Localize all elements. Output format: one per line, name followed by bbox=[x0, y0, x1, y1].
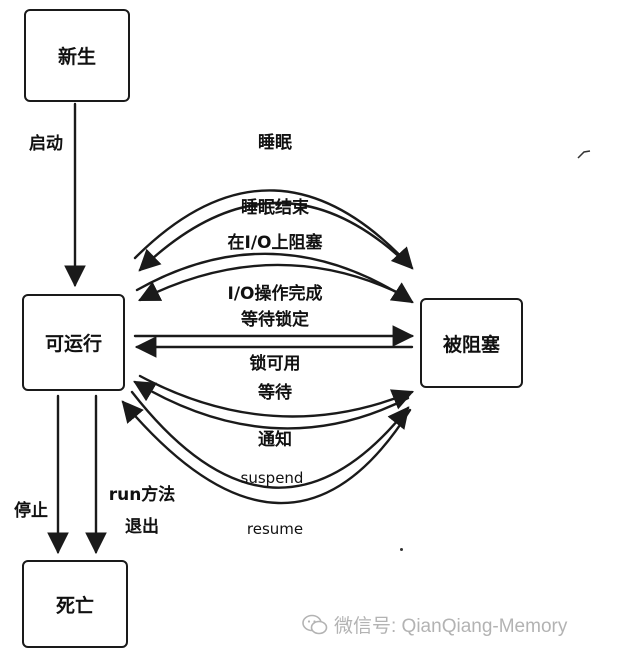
label-resume: resume bbox=[246, 520, 304, 538]
watermark: 微信号: QianQiang-Memory bbox=[302, 611, 567, 638]
label-stop: 停止 bbox=[14, 501, 48, 521]
watermark-text: 微信号: QianQiang-Memory bbox=[334, 616, 568, 637]
label-suspend: suspend bbox=[240, 469, 304, 487]
state-new: 新生 bbox=[24, 9, 130, 102]
label-run-method: run方法 bbox=[108, 485, 176, 505]
arrow-io-block bbox=[135, 252, 414, 304]
label-io-block: 在I/O上阻塞 bbox=[227, 233, 323, 253]
label-sleep-end: 睡眠结束 bbox=[241, 198, 309, 218]
label-wait-lock: 等待锁定 bbox=[241, 310, 309, 330]
stray-mark bbox=[577, 150, 591, 159]
label-wait: 等待 bbox=[258, 383, 292, 403]
label-notify: 通知 bbox=[258, 430, 292, 450]
arrow-sleep-end bbox=[138, 201, 407, 272]
arrow-wait bbox=[138, 374, 414, 418]
wechat-icon bbox=[302, 614, 328, 634]
arrow-sleep bbox=[133, 189, 414, 270]
label-sleep: 睡眠 bbox=[258, 133, 292, 153]
arrow-notify bbox=[133, 380, 410, 430]
state-blocked: 被阻塞 bbox=[420, 298, 523, 388]
arrow-resume bbox=[121, 400, 412, 505]
label-exit: 退出 bbox=[125, 517, 159, 537]
arrow-io-done bbox=[138, 263, 407, 302]
state-dead: 死亡 bbox=[22, 560, 128, 648]
label-start: 启动 bbox=[29, 134, 63, 154]
label-io-done: I/O操作完成 bbox=[227, 284, 323, 304]
label-lock-available: 锁可用 bbox=[249, 354, 301, 374]
state-runnable: 可运行 bbox=[22, 294, 125, 391]
stray-dot bbox=[400, 548, 403, 551]
arrow-suspend bbox=[130, 390, 410, 489]
